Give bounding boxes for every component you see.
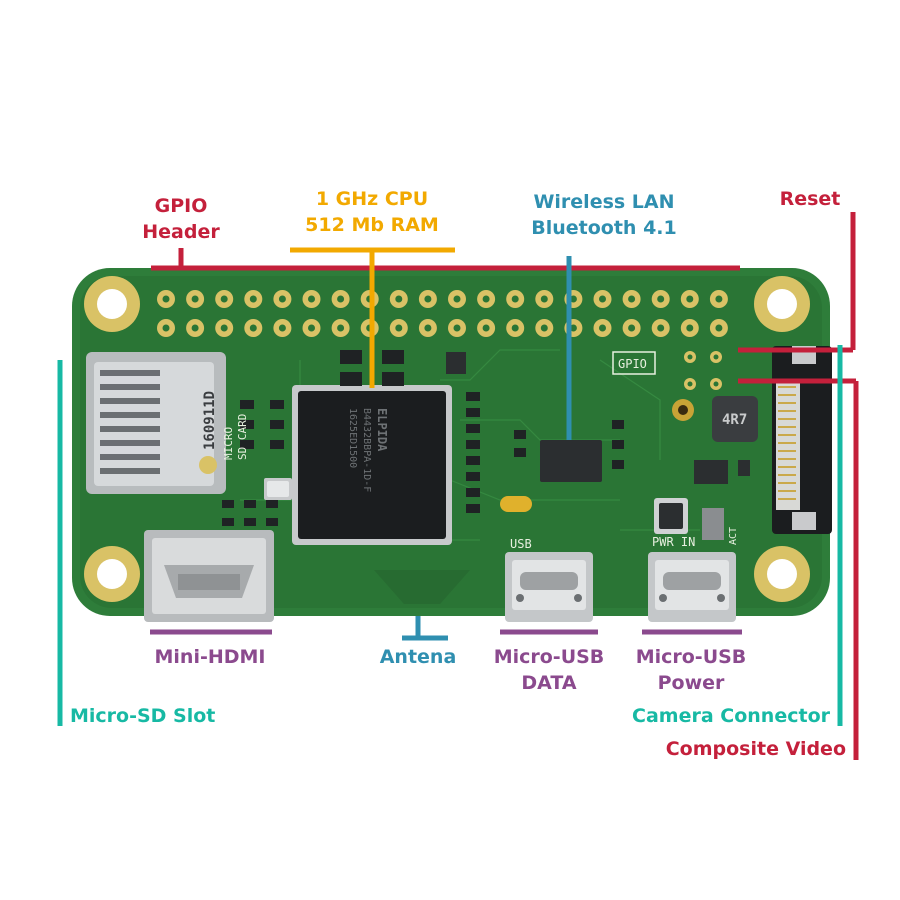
gpio-pad-hole xyxy=(278,295,286,303)
label-wireless-line2: Bluetooth 4.1 xyxy=(531,217,677,239)
gpio-pad-hole xyxy=(628,295,636,303)
label-camera-text: Camera Connector xyxy=(632,705,830,727)
gpio-pointer-line xyxy=(151,248,740,271)
gpio-pad-hole xyxy=(424,324,432,332)
label-antena: Antena xyxy=(368,644,468,670)
gpio-pad-hole xyxy=(191,324,199,332)
composite-pointer-line xyxy=(738,378,859,760)
gpio-pad-hole xyxy=(599,295,606,303)
gpio-pad-hole xyxy=(540,324,548,332)
gpio-pads xyxy=(157,290,728,337)
silk-gpio: GPIO xyxy=(618,357,647,371)
label-cpu: 1 GHz CPU 512 Mb RAM xyxy=(292,186,452,238)
gpio-pad-hole xyxy=(220,324,228,332)
label-micro-sd: Micro-SD Slot xyxy=(70,703,230,729)
silk-act: ACT xyxy=(728,527,739,545)
gpio-pad-hole xyxy=(511,324,519,332)
camera-connector xyxy=(772,346,832,534)
gpio-pad-hole xyxy=(715,295,723,303)
gpio-pad-hole xyxy=(249,324,257,332)
usb-data-port xyxy=(505,552,593,622)
label-micro-sd-text: Micro-SD Slot xyxy=(70,705,216,727)
label-antena-text: Antena xyxy=(379,646,457,668)
label-gpio-line1: GPIO xyxy=(154,195,208,217)
silk-pwr-in: PWR IN xyxy=(652,535,695,549)
gpio-pad-hole xyxy=(395,295,403,303)
gpio-pad-hole xyxy=(657,295,665,303)
gpio-pad-hole xyxy=(628,324,636,332)
micro-sd-slot xyxy=(86,352,226,494)
gpio-pad-hole xyxy=(308,295,315,303)
gpio-pad-hole xyxy=(162,324,170,332)
gpio-pad-hole xyxy=(424,295,432,303)
reset-pads xyxy=(684,351,722,390)
gpio-pad-hole xyxy=(453,295,461,303)
label-wireless: Wireless LAN Bluetooth 4.1 xyxy=(514,189,694,241)
label-reset-text: Reset xyxy=(779,188,841,210)
silk-usb: USB xyxy=(510,537,532,551)
label-reset: Reset xyxy=(770,186,850,212)
usb-power-port xyxy=(648,552,736,622)
gpio-pad-hole xyxy=(569,324,577,332)
antena-pointer-line xyxy=(402,616,448,641)
gpio-pad-hole xyxy=(540,295,548,303)
antenna-area xyxy=(374,570,470,604)
label-cpu-line2: 512 Mb RAM xyxy=(305,214,439,236)
label-mini-hdmi-text: Mini-HDMI xyxy=(154,646,266,668)
cpu-pointer-line xyxy=(290,247,455,388)
ram-brand: ELPIDA xyxy=(375,408,389,452)
label-usb-data-line1: Micro-USB xyxy=(493,646,605,668)
gpio-pad-hole xyxy=(453,324,461,332)
gpio-pad-hole xyxy=(482,324,490,332)
label-camera: Camera Connector xyxy=(620,703,830,729)
wireless-chip xyxy=(514,420,624,482)
label-mini-hdmi: Mini-HDMI xyxy=(140,644,280,670)
gpio-pad-hole xyxy=(308,324,315,332)
gpio-pad-hole xyxy=(337,295,345,303)
ram-code: 1625ED1500 xyxy=(347,408,358,468)
label-composite-text: Composite Video xyxy=(665,738,846,760)
label-composite: Composite Video xyxy=(640,736,846,762)
label-usb-data: Micro-USB DATA xyxy=(484,644,614,696)
gpio-pad-hole xyxy=(191,295,199,303)
gpio-pad-hole xyxy=(395,324,403,332)
label-gpio-header: GPIO Header xyxy=(136,193,226,245)
gpio-pad-hole xyxy=(686,324,694,332)
cpu-chip xyxy=(292,385,452,545)
label-usb-power-line2: Power xyxy=(657,672,725,694)
gpio-pad-hole xyxy=(278,324,286,332)
gpio-pad-hole xyxy=(249,295,257,303)
silk-micro-sd-1: MICRO xyxy=(222,427,235,460)
gpio-pad-hole xyxy=(511,295,519,303)
gpio-pad-hole xyxy=(220,295,228,303)
gpio-pad-hole xyxy=(657,324,665,332)
label-cpu-line1: 1 GHz CPU xyxy=(315,188,429,210)
gpio-pad-hole xyxy=(599,324,606,332)
gpio-pad-hole xyxy=(162,295,170,303)
gpio-pad-hole xyxy=(715,324,723,332)
label-usb-power: Micro-USB Power xyxy=(626,644,756,696)
silk-sd-code: 160911D xyxy=(202,391,218,450)
inductor-code: 4R7 xyxy=(722,412,747,428)
label-usb-data-line2: DATA xyxy=(521,672,577,694)
silk-micro-sd-2: SD CARD xyxy=(236,414,249,460)
reset-pointer-line xyxy=(738,212,856,353)
label-usb-power-line1: Micro-USB xyxy=(635,646,747,668)
gpio-pad-hole xyxy=(337,324,345,332)
mounting-holes xyxy=(84,276,810,602)
gpio-pad-hole xyxy=(686,295,694,303)
label-wireless-line1: Wireless LAN xyxy=(533,191,675,213)
gpio-pad-hole xyxy=(569,295,577,303)
label-gpio-line2: Header xyxy=(142,221,220,243)
gpio-pad-hole xyxy=(482,295,490,303)
ram-part: B4432BBPA-1D-F xyxy=(361,408,372,492)
mini-hdmi-port xyxy=(144,530,274,622)
